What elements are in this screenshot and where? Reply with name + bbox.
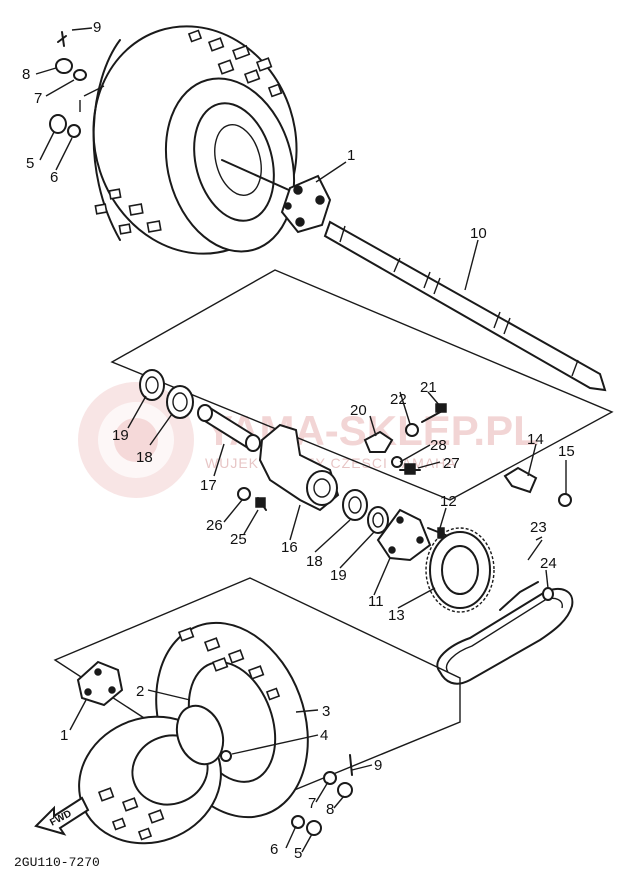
callout-8-top: 8: [22, 66, 30, 83]
callout-24: 24: [540, 555, 557, 572]
leader-lines: [35, 27, 567, 853]
callout-5-top: 5: [26, 155, 34, 172]
watermark-subtitle: WUJEK HARLEY CZESCI YAMAHA: [205, 455, 457, 471]
callout-14: 14: [527, 431, 544, 448]
callout-12: 12: [440, 493, 457, 510]
top-fasteners: [49, 31, 105, 138]
callout-23: 23: [530, 519, 547, 536]
callout-1-bottom: 1: [60, 727, 68, 744]
brake-bracket: [503, 466, 572, 507]
small-hardware: [237, 403, 447, 511]
bottom-wheel: [78, 621, 309, 845]
callout-6-bottom: 6: [270, 841, 278, 858]
callout-16: 16: [281, 539, 298, 556]
bottom-hub: [76, 660, 124, 707]
fwd-arrow: FWD: [34, 796, 90, 836]
callout-numbers: 9 8 7 5 6 1 10 21 22 20 19 18 17 14 15 2…: [22, 19, 575, 862]
callout-28: 28: [430, 437, 447, 454]
callout-20: 20: [350, 402, 367, 419]
callout-7-top: 7: [34, 90, 42, 107]
watermark: YAMA-SKLEP.PL WUJEK HARLEY CZESCI YAMAHA: [78, 382, 539, 498]
middle-assembly-plane: [110, 269, 614, 501]
callout-6-top: 6: [50, 169, 58, 186]
callout-1-top: 1: [347, 147, 355, 164]
callout-21: 21: [420, 379, 437, 396]
callout-3: 3: [322, 703, 330, 720]
callout-9-top: 9: [93, 19, 101, 36]
callout-4: 4: [320, 727, 328, 744]
callout-25: 25: [230, 531, 247, 548]
callout-2: 2: [136, 683, 144, 700]
callout-22: 22: [390, 391, 407, 408]
callout-18-left: 18: [136, 449, 153, 466]
callout-9-bottom: 9: [374, 757, 382, 774]
diagram-code: 2GU110-7270: [14, 855, 100, 870]
mid-bearings: [342, 489, 389, 534]
callout-13: 13: [388, 607, 405, 624]
callout-10: 10: [470, 225, 487, 242]
callout-11: 11: [368, 593, 384, 610]
callout-19-mid: 19: [330, 567, 347, 584]
callout-5-bottom: 5: [294, 845, 302, 862]
sprocket: [425, 527, 495, 613]
callout-27: 27: [443, 455, 460, 472]
left-bearings: [139, 369, 194, 419]
callout-18-mid: 18: [306, 553, 323, 570]
callout-26: 26: [206, 517, 223, 534]
callout-7-bottom: 7: [308, 795, 316, 812]
spacer-tube: [197, 404, 261, 452]
callout-17: 17: [200, 477, 217, 494]
axle-housing: [258, 423, 340, 512]
bottom-fasteners: [220, 750, 353, 836]
callout-15: 15: [558, 443, 575, 460]
callout-8-bottom: 8: [326, 801, 334, 818]
rear-axle: [323, 220, 607, 392]
top-hub: [280, 174, 332, 234]
callout-19-left: 19: [112, 427, 129, 444]
top-wheel: [92, 25, 301, 255]
